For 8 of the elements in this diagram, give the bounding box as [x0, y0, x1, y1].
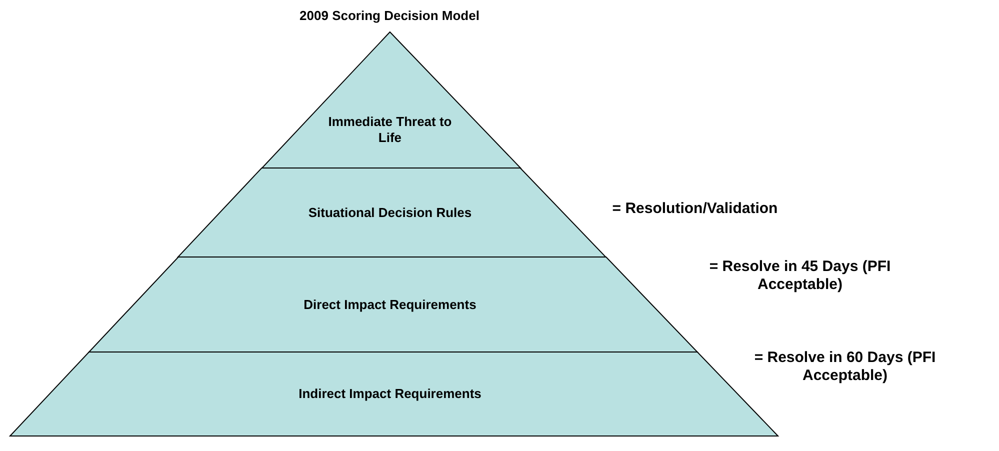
beside-label: = Resolve in 60 Days (PFI Acceptable): [753, 349, 937, 385]
beside-label: = Resolve in 45 Days (PFI Acceptable): [708, 258, 892, 294]
tier-label: Immediate Threat to Life: [327, 114, 453, 146]
tier-label: Situational Decision Rules: [307, 204, 473, 220]
tier-label: Indirect Impact Requirements: [298, 386, 482, 402]
tier-label: Direct Impact Requirements: [302, 296, 478, 312]
beside-label: = Resolution/Validation: [611, 200, 779, 218]
diagram-title: 2009 Scoring Decision Model: [298, 8, 480, 23]
